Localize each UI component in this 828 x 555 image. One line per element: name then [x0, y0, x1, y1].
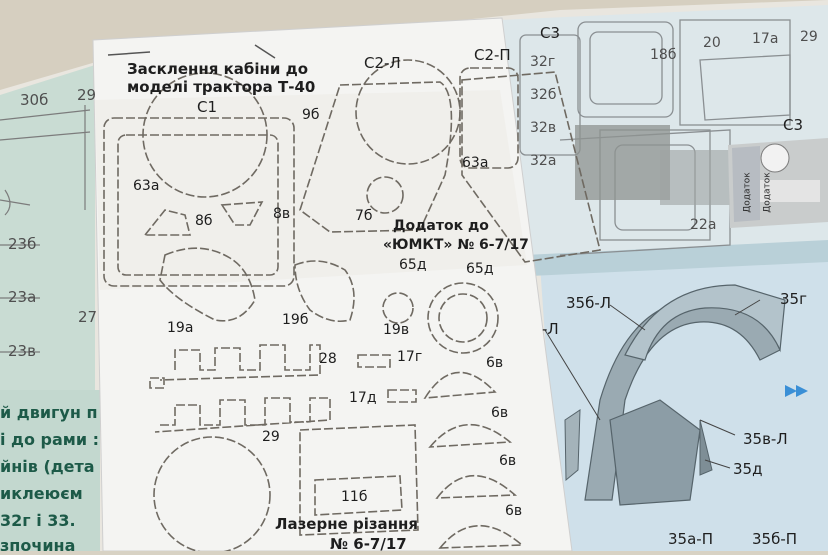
part-label-17a: 17а	[752, 31, 779, 47]
part-label-17d: 17д	[349, 390, 377, 406]
cut-lines	[103, 59, 601, 551]
arrow-right-icon	[785, 385, 808, 397]
part-label-32a: 32а	[530, 153, 557, 169]
bag-label-strip	[732, 146, 760, 222]
part-label-c3-b: С3	[783, 116, 804, 134]
part-label-32v: 32в	[530, 120, 557, 136]
part-label-7b: 7б	[355, 208, 373, 224]
part-label-63a: 63а	[133, 178, 160, 194]
part-label-6v-4: 6в	[505, 503, 523, 519]
part-label-28: 28	[319, 351, 337, 367]
sheet-footer: Лазерне різання	[275, 515, 419, 533]
part-label-63a-b: 63а	[462, 155, 489, 171]
part-label-c2-l: С2-Л	[364, 54, 401, 72]
leader-lines	[544, 299, 761, 469]
part-label-19a: 19а	[167, 320, 194, 336]
part-label-22a: 22а	[690, 217, 717, 233]
part-label-6v-1: 6в	[486, 355, 504, 371]
part-label-32g: 32г	[530, 54, 556, 70]
part-label-20: 20	[703, 35, 721, 51]
part-label-18b: 18б	[650, 47, 677, 63]
dark-glazing-piece	[575, 125, 670, 200]
part-label-6v-2: 6в	[491, 405, 509, 421]
part-label-65d: 65д	[399, 257, 427, 273]
package-text-1: Додаток	[742, 172, 753, 213]
bg-label-35g: 35г	[780, 290, 807, 308]
part-label-c2-p: С2-П	[474, 46, 511, 64]
sheet-title-line1: Засклення кабіни до	[127, 60, 309, 78]
part-label-8v: 8в	[273, 206, 291, 222]
bg-label-23v: 23в	[8, 342, 36, 360]
part-label-32b: 32б	[530, 87, 557, 103]
bg-label-29: 29	[77, 86, 97, 104]
glazing-film	[95, 90, 527, 290]
fender-illustration	[564, 284, 786, 506]
supplement-line1: Додаток до	[393, 218, 489, 234]
bg-label-35a-p: 35а-П	[668, 530, 713, 548]
package-text-2: Додаток	[762, 172, 773, 213]
left-text-line1: й двигун п	[0, 403, 98, 422]
pen-marks	[107, 44, 276, 59]
bg-label-35b-p: 35б-П	[752, 530, 798, 548]
page-divider-strip	[525, 240, 828, 276]
bg-label-30b: 30б	[20, 91, 49, 109]
part-label-29-b: 29	[800, 29, 818, 45]
grey-glazing-piece	[660, 150, 730, 205]
part-label-8b: 8б	[195, 213, 213, 229]
bag-part-disk	[760, 143, 790, 173]
part-label-17g: 17г	[397, 349, 423, 365]
part-label-c3: С3	[540, 24, 561, 42]
left-background-drawing	[0, 105, 91, 353]
part-label-19b: 19б	[282, 312, 309, 328]
left-text-line2: і до рами :	[0, 430, 100, 449]
bg-label-35v-l: 35в-Л	[743, 430, 788, 448]
part-label-c1: С1	[197, 98, 218, 116]
sheet-footer-number: № 6-7/17	[330, 535, 407, 553]
left-text-line5: 32г і 33.	[0, 511, 76, 530]
bg-label-l: -Л	[542, 320, 559, 338]
sheet-title-line2: моделі трактора Т-40	[127, 78, 316, 96]
part-label-6v-3: 6в	[499, 453, 517, 469]
bg-label-23b: 23б	[8, 235, 37, 253]
left-text-panel	[0, 390, 100, 551]
part-label-9b: 9б	[302, 107, 320, 123]
bg-label-35d: 35д	[733, 460, 763, 478]
bg-label-23a: 23а	[8, 288, 37, 306]
bag-part-plate	[760, 180, 820, 202]
part-label-11b: 11б	[341, 489, 368, 505]
bg-label-35b-l: 35б-Л	[566, 294, 612, 312]
part-label-19v: 19в	[383, 322, 410, 338]
part-label-65d-b: 65д	[466, 261, 494, 277]
supplement-line2: «ЮМКТ» № 6-7/17	[383, 237, 529, 253]
left-text-line6: зпочина	[0, 536, 76, 555]
part-label-29: 29	[262, 429, 280, 445]
left-text-line3: йнів (дета	[0, 457, 95, 476]
left-text-line4: иклеюєм	[0, 484, 83, 503]
bg-label-27: 27	[78, 308, 98, 326]
